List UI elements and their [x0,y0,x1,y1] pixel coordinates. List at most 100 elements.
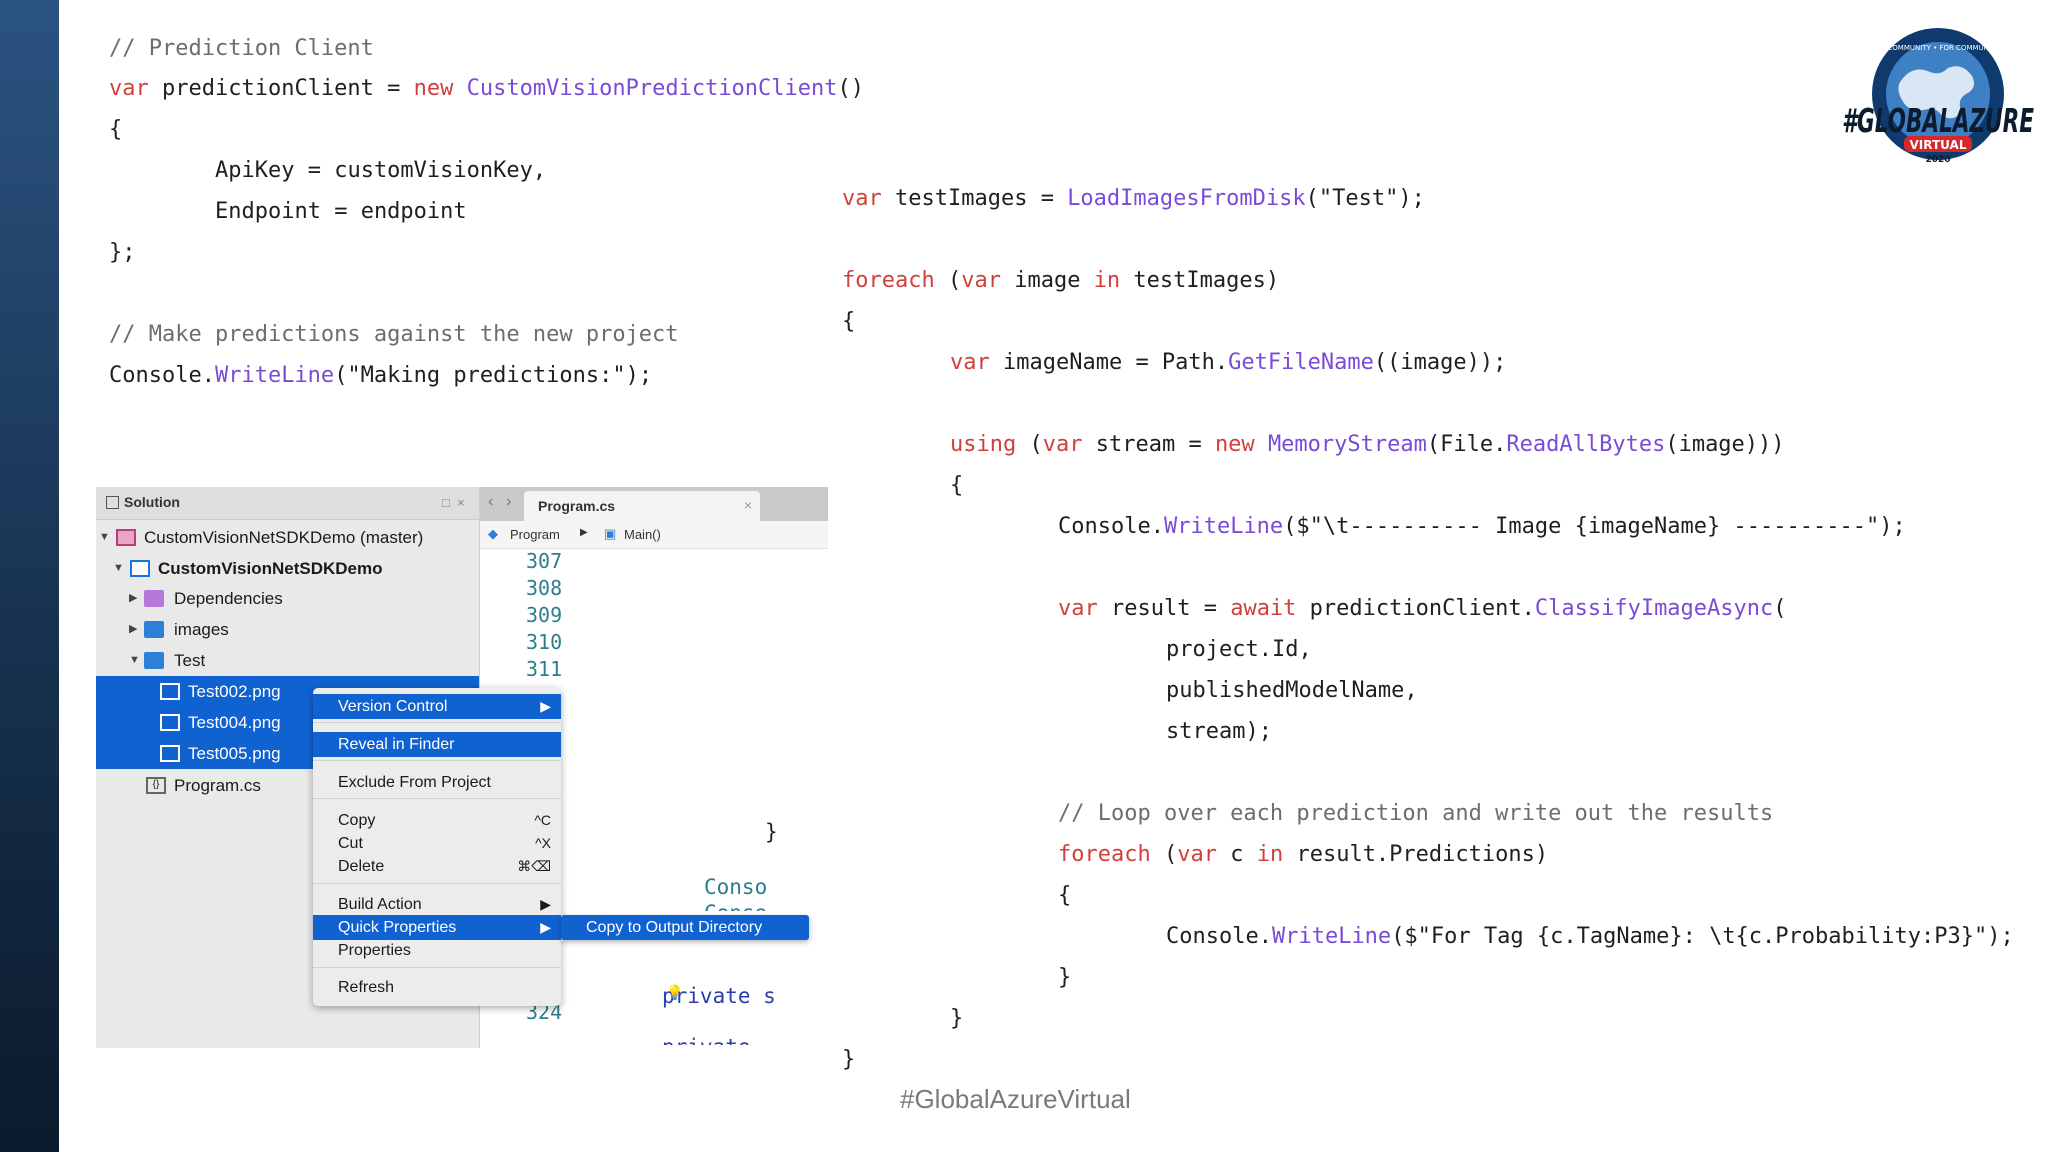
line-number: 308 [526,576,563,600]
code-line: // Make predictions against the new proj… [109,322,679,347]
image-file-icon [160,714,180,731]
code-line: { [109,117,123,142]
line-number: 311 [526,657,563,681]
code-line: foreach (var c in result.Predictions) [1058,842,1549,867]
menu-item-label: Refresh [338,979,395,996]
csharp-file-icon: {} [146,777,166,794]
tree-item-images[interactable]: ▶ images [96,614,479,645]
breadcrumb-separator-icon: ▶ [580,527,588,538]
menu-item-quick-properties[interactable]: Quick Properties ▶ [313,915,561,940]
forward-icon[interactable]: › [506,493,512,510]
menu-separator [313,760,561,761]
submenu-copy-to-output-directory[interactable]: Copy to Output Directory [561,915,809,940]
logo-sub-text: VIRTUAL [1910,138,1967,152]
footer-hashtag: #GlobalAzureVirtual [900,1084,1131,1114]
code-line: } [950,1006,964,1031]
close-tab-icon[interactable]: × [743,497,752,513]
code-line: Console.WriteLine("Making predictions:")… [109,363,653,388]
shortcut-label: ^X [535,835,551,851]
solution-title: Solution [124,494,180,510]
code-fragment: } [765,820,778,844]
tree-item-label: Test002.png [188,682,281,701]
editor-tab-bar: ‹ › Program.cs × [480,487,828,521]
line-number: 307 [526,549,563,573]
code-line: } [1058,965,1072,990]
menu-item-label: Properties [338,942,411,959]
lightbulb-icon[interactable]: 💡 [666,984,684,1000]
back-icon[interactable]: ‹ [488,493,494,510]
code-line: var testImages = LoadImagesFromDisk("Tes… [842,186,1425,211]
tree-item-label: Test005.png [188,744,281,763]
image-file-icon [160,683,180,700]
code-line: var predictionClient = new CustomVisionP… [109,76,865,101]
code-line: Console.WriteLine($"For Tag {c.TagName}:… [1166,924,2014,949]
tree-item-dependencies[interactable]: ▶ Dependencies [96,583,479,614]
menu-item-exclude-from-project[interactable]: Exclude From Project [313,770,561,795]
line-number: 310 [526,630,563,654]
tree-item-solution[interactable]: ▼ CustomVisionNetSDKDemo (master) [96,522,479,553]
expand-arrow-icon[interactable]: ▼ [113,562,124,574]
code-line: using (var stream = new MemoryStream(Fil… [950,432,1785,457]
tree-item-label: CustomVisionNetSDKDemo (master) [144,528,424,547]
logo-year-text: 2020 [1925,155,1950,165]
menu-item-label: Delete [338,858,385,875]
breadcrumb-main[interactable]: Main() [624,527,661,542]
collapse-arrow-icon[interactable]: ▶ [129,592,138,604]
maximize-icon[interactable]: □ [442,495,450,510]
code-line: stream); [1166,719,1272,744]
menu-item-label: Build Action [338,896,422,913]
tab-program-cs[interactable]: Program.cs × [524,491,760,521]
code-line: ApiKey = customVisionKey, [215,158,547,183]
shortcut-label: ^C [534,812,551,828]
menu-item-cut[interactable]: Cut ^X [313,831,561,856]
code-line: var imageName = Path.GetFileName((image)… [950,350,1507,375]
menu-item-label: Reveal in Finder [338,736,455,753]
submenu-arrow-icon: ▶ [540,896,551,912]
shortcut-label: ⌘⌫ [517,858,551,874]
tree-item-label: Dependencies [174,589,283,608]
menu-item-refresh[interactable]: Refresh [313,975,561,1000]
close-icon[interactable]: × [457,495,465,510]
logo-top-text: BY COMMUNITY • FOR COMMUNITY [1876,44,2000,52]
breadcrumb-program[interactable]: Program [510,527,560,542]
solution-header: Solution □ × [96,487,479,520]
tree-item-program[interactable]: {} Program.cs [96,770,479,801]
menu-item-label: Version Control [338,698,448,715]
tree-item-label: Test004.png [188,713,281,732]
menu-item-label: Exclude From Project [338,774,491,791]
menu-item-copy[interactable]: Copy ^C [313,808,561,833]
global-azure-logo: BY COMMUNITY • FOR COMMUNITY #GLOBALAZUR… [1838,22,2038,172]
menu-separator [313,967,561,968]
code-fragment: Conso [704,901,767,911]
menu-item-delete[interactable]: Delete ⌘⌫ [313,854,561,879]
expand-arrow-icon[interactable]: ▼ [99,531,110,543]
code-fragment: private s [662,984,776,1008]
menu-item-label: Quick Properties [338,919,457,936]
code-line: Console.WriteLine($"\t---------- Image {… [1058,514,1906,539]
code-line: { [1058,883,1072,908]
menu-item-label: Copy [338,812,376,829]
class-icon: ◆ [488,526,498,541]
project-icon [130,560,150,577]
code-line: // Prediction Client [109,36,374,61]
tree-item-label: Test [174,651,206,670]
code-line: Endpoint = endpoint [215,199,467,224]
collapse-arrow-icon[interactable]: ▶ [129,623,138,635]
method-icon: ▣ [604,526,617,541]
tree-item-test[interactable]: ▼ Test [96,645,479,676]
menu-item-reveal-in-finder[interactable]: Reveal in Finder [313,732,561,757]
code-line: }; [109,240,136,265]
submenu-arrow-icon: ▶ [540,698,551,714]
tree-item-project[interactable]: ▼ CustomVisionNetSDKDemo [96,553,479,584]
menu-item-version-control[interactable]: Version Control ▶ [313,694,561,719]
solution-panel-icon [106,496,119,509]
menu-item-build-action[interactable]: Build Action ▶ [313,892,561,917]
ide-screenshot: Solution □ × ▼ CustomVisionNetSDKDemo (m… [96,487,828,1048]
code-line: project.Id, [1166,637,1312,662]
slide-side-bar [0,0,59,1152]
menu-item-properties[interactable]: Properties [313,938,561,963]
image-file-icon [160,745,180,762]
expand-arrow-icon[interactable]: ▼ [129,654,140,666]
menu-separator [313,722,561,723]
code-line: // Loop over each prediction and write o… [1058,801,1774,826]
